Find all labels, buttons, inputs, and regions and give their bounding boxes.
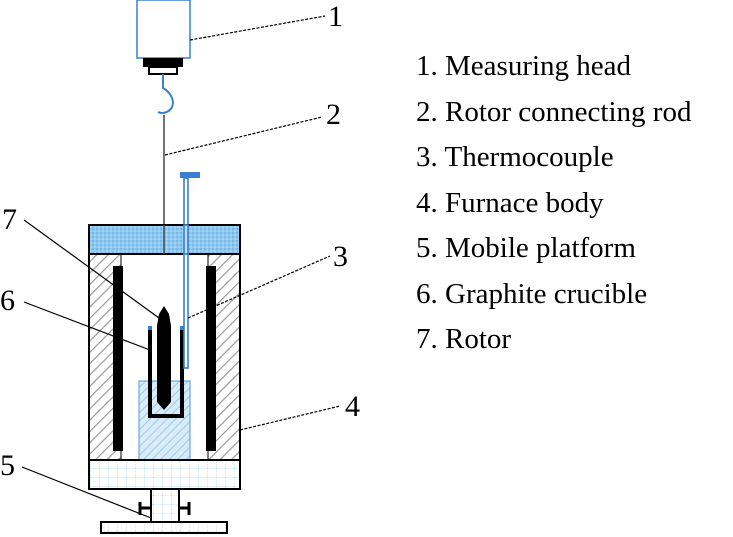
legend-item-rotor: 7. Rotor [416, 323, 512, 355]
measuring-head [136, 0, 191, 75]
leader-6 [23, 301, 151, 351]
legend-item-rotor-connecting-rod: 2. Rotor connecting rod [416, 95, 692, 128]
leader-lines [21, 15, 341, 519]
legend-item-furnace-body: 4. Furnace body [416, 186, 604, 219]
leader-2 [164, 116, 323, 156]
legend: 1. Measuring head 2. Rotor connecting ro… [416, 44, 691, 363]
leader-5 [21, 466, 152, 519]
callout-5: 5 [0, 449, 15, 482]
graphite-crucible [148, 326, 184, 418]
legend-item-mobile-platform: 5. Mobile platform [416, 232, 636, 264]
callout-4: 4 [345, 390, 360, 423]
callout-7: 7 [2, 203, 17, 236]
thermocouple-lower [183, 253, 189, 369]
callout-3: 3 [333, 240, 348, 273]
rotor [157, 306, 171, 410]
legend-item-graphite-crucible: 6. Graphite crucible [416, 277, 648, 310]
leader-1 [189, 15, 326, 41]
callout-1: 1 [328, 0, 343, 33]
callout-6: 6 [0, 284, 15, 317]
legend-item-thermocouple: 3. Thermocouple [416, 141, 614, 173]
leader-7 [23, 219, 160, 319]
callout-2: 2 [326, 98, 341, 131]
mobile-platform [88, 459, 241, 534]
leader-3 [187, 255, 331, 319]
legend-item-measuring-head: 1. Measuring head [416, 50, 632, 82]
leader-4 [239, 405, 341, 431]
